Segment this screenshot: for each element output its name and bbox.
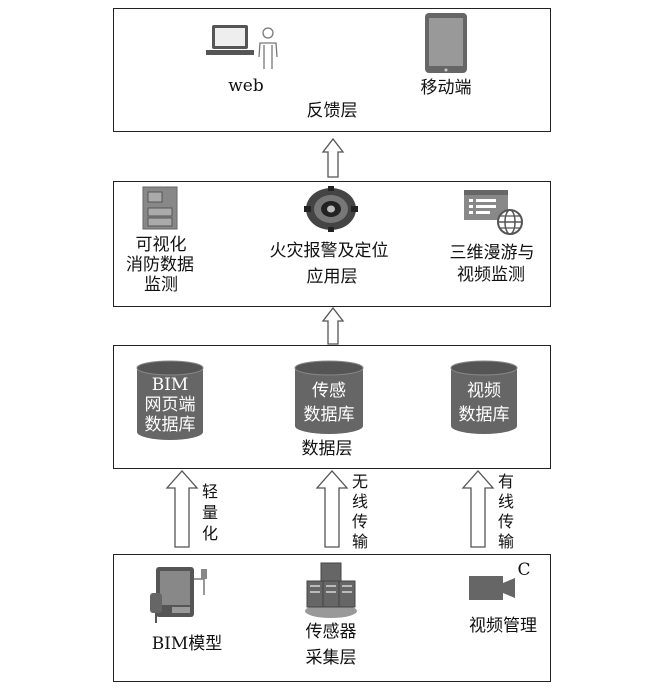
bim-db-label-line2: 网页端 bbox=[145, 395, 196, 415]
data-panel-icon bbox=[142, 186, 178, 230]
browser-globe-icon bbox=[464, 190, 523, 235]
video-db-label-line2: 数据库 bbox=[459, 405, 510, 425]
sensor-label-line2: 采集层 bbox=[305, 648, 357, 668]
video-mgmt-label: 视频管理 bbox=[469, 616, 537, 636]
bim-model-label: BIM模型 bbox=[151, 634, 223, 654]
database-icon: 视频 数据库 bbox=[450, 360, 518, 434]
database-icon: BIM 网页端 数据库 bbox=[136, 360, 204, 440]
database-icon: 传感 数据库 bbox=[294, 360, 364, 434]
lightweight-char-2: 量 bbox=[201, 503, 218, 522]
wireless-char-2: 线 bbox=[351, 492, 368, 511]
wireless-char-4: 输 bbox=[351, 532, 368, 551]
visual-monitor-label-line3: 监测 bbox=[144, 275, 178, 295]
wired-char-3: 传 bbox=[497, 512, 514, 531]
sensor-servers-icon bbox=[305, 562, 357, 618]
data-layer-label: 数据层 bbox=[301, 439, 353, 459]
application-layer-label: 应用层 bbox=[306, 267, 358, 287]
sensor-label-line1: 传感器 bbox=[305, 622, 357, 642]
wired-char-2: 线 bbox=[497, 492, 514, 511]
alarm-target-icon bbox=[304, 186, 358, 232]
roaming-label-line1: 三维漫游与 bbox=[449, 243, 535, 263]
lightweight-char-1: 轻 bbox=[201, 482, 218, 501]
visual-monitor-label-line1: 可视化 bbox=[135, 235, 187, 255]
lightweight-char-3: 化 bbox=[201, 524, 218, 543]
camera-letter: C bbox=[517, 560, 531, 580]
up-arrow-icon bbox=[321, 306, 345, 345]
feedback-layer-label: 反馈层 bbox=[306, 101, 358, 121]
wired-char-4: 输 bbox=[497, 532, 514, 551]
sensor-db-label-line1: 传感 bbox=[312, 381, 346, 401]
web-label: web bbox=[228, 76, 264, 96]
mobile-label: 移动端 bbox=[420, 78, 472, 98]
up-arrow-icon bbox=[321, 137, 345, 178]
fire-alarm-label: 火灾报警及定位 bbox=[269, 241, 389, 261]
tablet-icon bbox=[425, 13, 467, 73]
up-arrow-icon bbox=[461, 470, 495, 548]
application-layer-box: 可视化 消防数据 监测 火灾报警及定位 应用层 三维漫游与 视频监测 bbox=[113, 181, 551, 307]
sensor-db-label-line2: 数据库 bbox=[304, 405, 355, 425]
laptop-user-icon bbox=[206, 25, 278, 69]
bim-db-label-line1: BIM bbox=[152, 375, 189, 395]
wired-char-1: 有 bbox=[497, 472, 514, 491]
bim-db-label-line3: 数据库 bbox=[145, 415, 196, 435]
acquisition-layer-box: BIM模型 传感器 采集层 C 视频管理 bbox=[113, 554, 551, 682]
roaming-label-line2: 视频监测 bbox=[457, 265, 525, 285]
video-db-label-line1: 视频 bbox=[467, 381, 501, 401]
wireless-char-3: 传 bbox=[351, 512, 368, 531]
camera-icon bbox=[469, 576, 515, 600]
up-arrow-icon bbox=[315, 470, 349, 548]
up-arrow-icon bbox=[165, 470, 199, 548]
visual-monitor-label-line2: 消防数据 bbox=[126, 255, 194, 275]
data-layer-box: BIM 网页端 数据库 传感 数据库 数据层 视频 数据库 bbox=[113, 345, 551, 469]
feedback-layer-box: web 移动端 反馈层 bbox=[113, 8, 551, 132]
wireless-char-1: 无 bbox=[351, 472, 368, 491]
bim-model-icon bbox=[150, 567, 207, 623]
